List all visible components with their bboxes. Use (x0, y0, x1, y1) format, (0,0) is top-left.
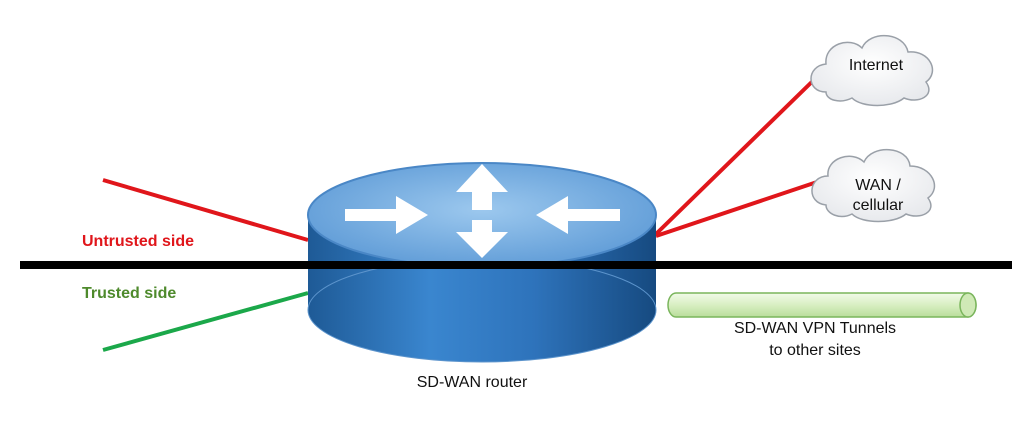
tunnel-label-line2: to other sites (769, 342, 861, 359)
wan-cloud-label: WAN / cellular (822, 176, 934, 216)
untrusted-link-left (102, 178, 309, 242)
router-arrows-icon (345, 164, 620, 258)
wan-cloud-label-line1: WAN / (855, 177, 901, 194)
router-label: SD-WAN router (416, 374, 528, 391)
internet-cloud-label: Internet (848, 57, 904, 74)
wan-cloud-label-line2: cellular (852, 197, 904, 214)
wan-cloud-icon (811, 148, 936, 223)
internet-cloud-icon (810, 34, 934, 107)
wan-link (655, 179, 821, 238)
tunnel-label: SD-WAN VPN Tunnels to other sites (700, 318, 930, 362)
trusted-link-left (102, 291, 309, 352)
trusted-side-label: Trusted side (82, 285, 177, 302)
vpn-tunnel-tube (667, 292, 977, 318)
untrusted-side-label: Untrusted side (82, 233, 195, 250)
internet-link (654, 70, 824, 236)
sd-wan-router (307, 162, 657, 363)
tunnel-label-line1: SD-WAN VPN Tunnels (733, 320, 897, 337)
